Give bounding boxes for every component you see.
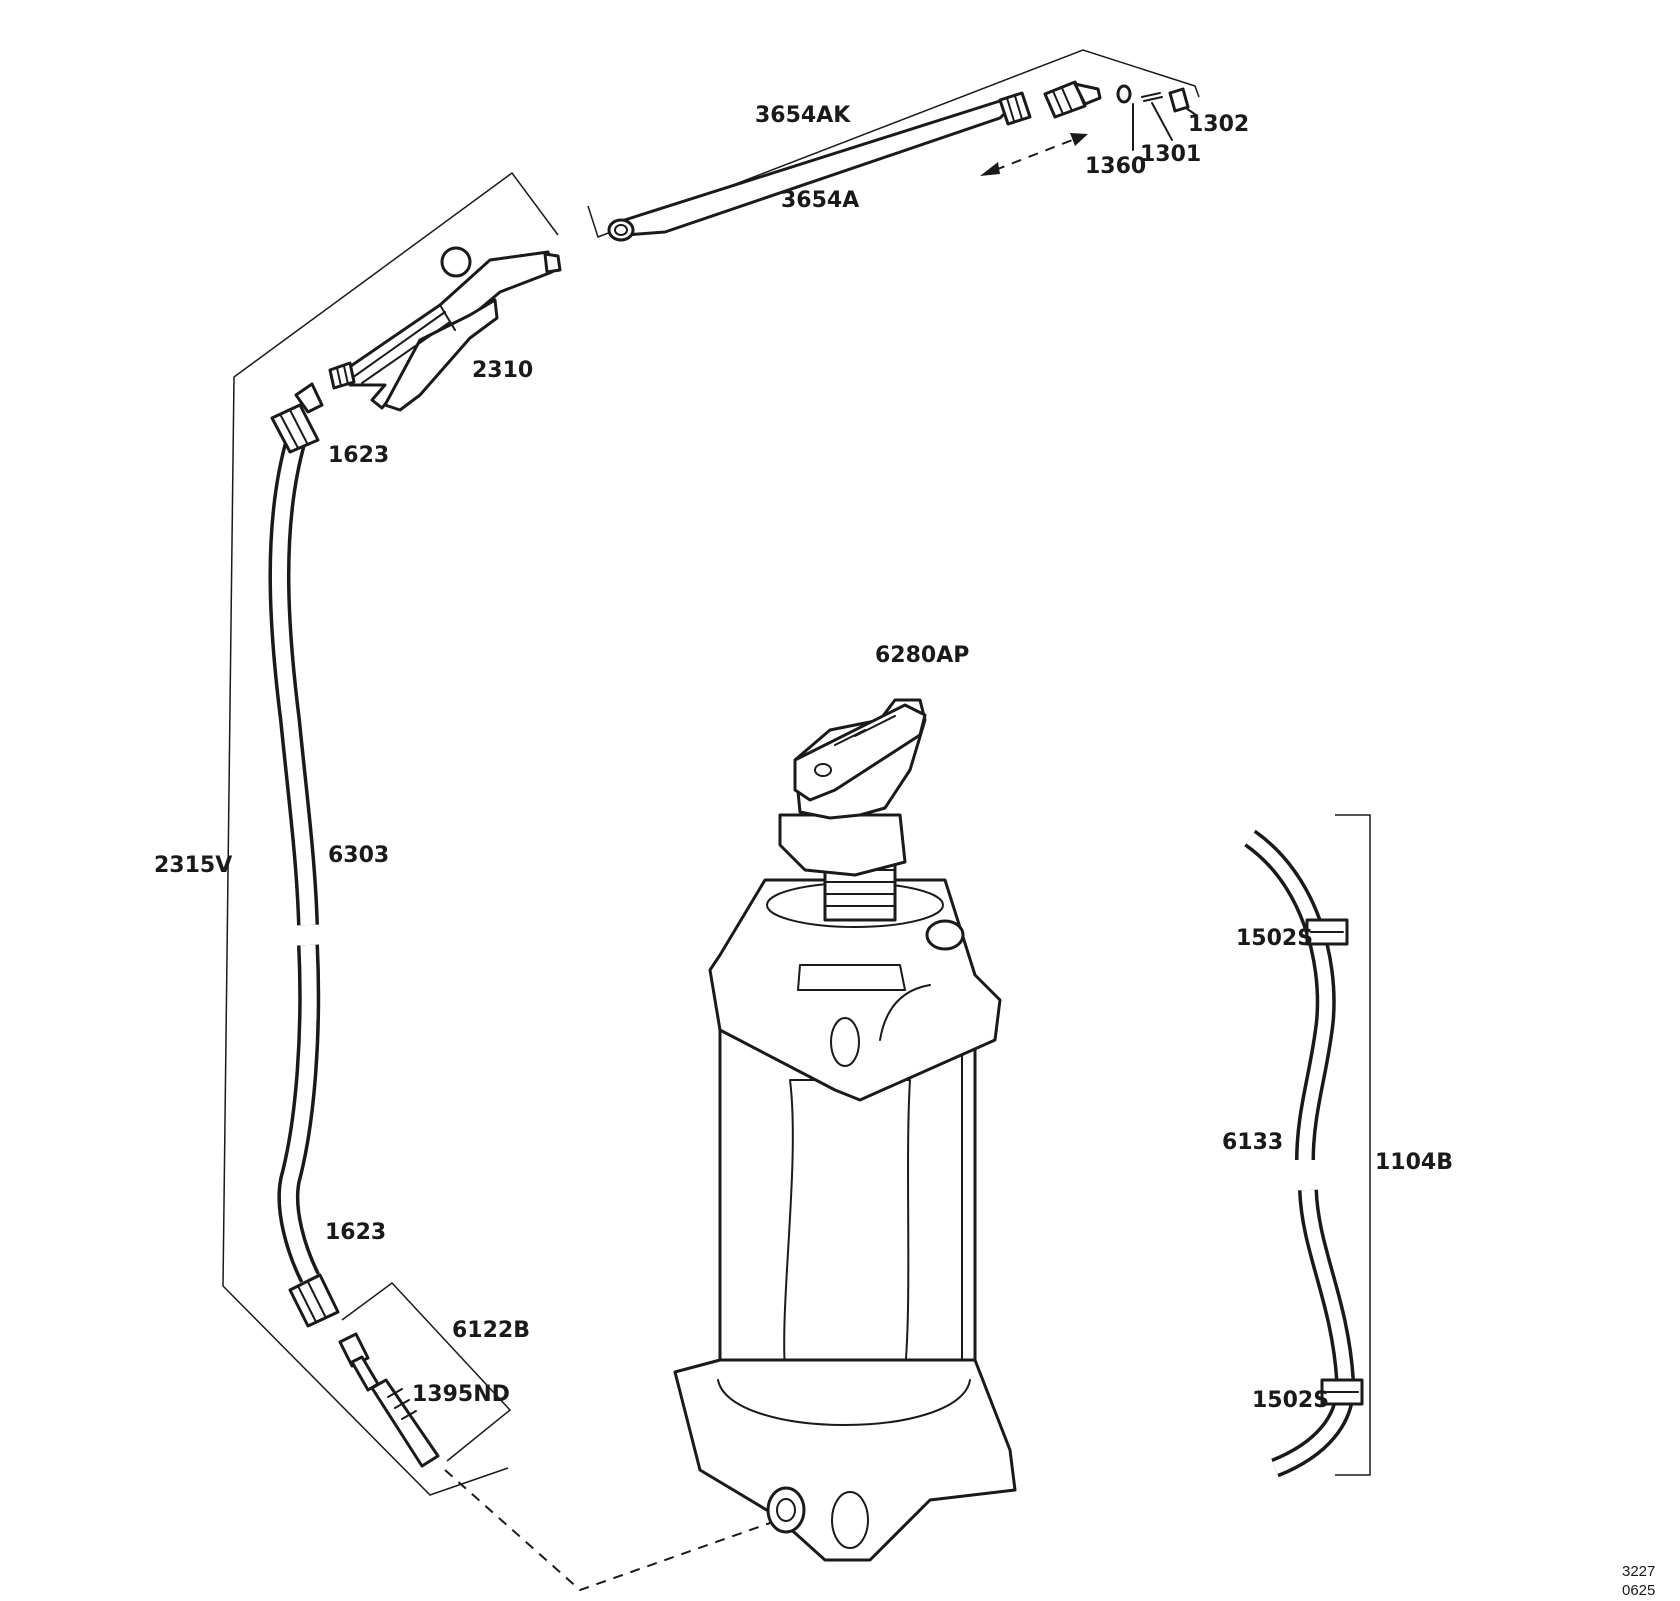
label-nozzle-insert: 1301 [1140, 142, 1202, 167]
hose [268, 382, 340, 1328]
label-fitting-kit: 6122B [452, 1318, 530, 1343]
label-hose-nut-top: 1623 [328, 443, 390, 468]
label-strap: 6133 [1222, 1130, 1284, 1155]
label-hose-assembly: 2315V [154, 853, 233, 878]
label-lance-kit: 3654AK [755, 103, 851, 128]
strap-assembly [1244, 814, 1371, 1478]
spray-handle [328, 246, 562, 412]
label-pump: 6280AP [875, 643, 970, 668]
document-code-line2: 0625 [1622, 1581, 1656, 1599]
label-lance: 3654A [781, 188, 860, 213]
fitting-kit [338, 1281, 512, 1468]
document-code: 3227 0625 [1622, 1563, 1655, 1601]
document-code-line1: 3227 [1622, 1563, 1656, 1580]
label-connector: 1395ND [412, 1382, 510, 1407]
lance-group [587, 49, 1200, 242]
pump-and-tank [673, 698, 1017, 1562]
label-hose: 6303 [328, 843, 390, 868]
label-strap-assembly: 1104B [1375, 1150, 1453, 1175]
label-strap-clip-top: 1502S [1236, 926, 1314, 951]
label-hose-nut-bottom: 1623 [325, 1220, 387, 1245]
label-handle: 2310 [472, 358, 534, 383]
hose-assembly-bracket [222, 171, 559, 1496]
label-nozzle-ring: 1360 [1085, 154, 1147, 179]
label-strap-clip-bottom: 1502S [1252, 1388, 1330, 1413]
label-nozzle-cap: 1302 [1188, 112, 1250, 137]
connection-dashed-line [444, 1469, 771, 1592]
